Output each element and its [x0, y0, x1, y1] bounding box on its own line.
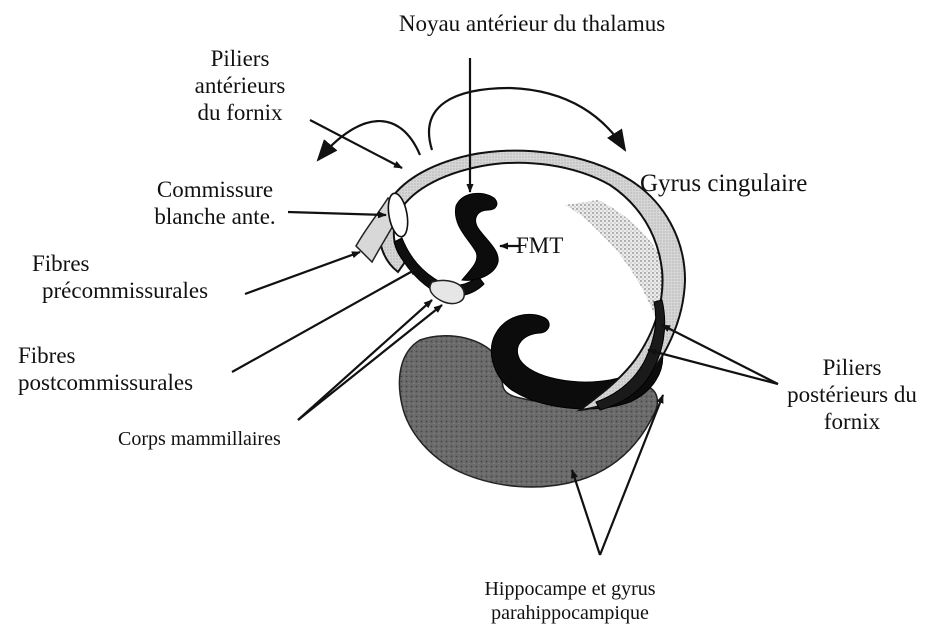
arrow-commissure	[288, 212, 386, 215]
label-piliers-anterieurs: Piliers antérieurs du fornix	[175, 45, 305, 126]
arrow-fibres-pre	[245, 252, 360, 294]
label-noyau-thalamus: Noyau antérieur du thalamus	[372, 10, 692, 37]
label-line: Fibres	[18, 342, 193, 369]
label-fibres-precommissurales: Fibres précommissurales	[32, 250, 208, 304]
mammillary-body	[430, 280, 464, 303]
label-line: postérieurs du	[782, 381, 922, 408]
label-line: fornix	[782, 408, 922, 435]
label-line: antérieurs	[175, 72, 305, 99]
label-line: Piliers	[782, 354, 922, 381]
label-corps-mammillaires-text: Corps mammillaires	[118, 428, 281, 452]
label-line: blanche ante.	[130, 203, 300, 230]
label-line: du fornix	[175, 99, 305, 126]
arrow-hippocampe-1	[572, 470, 600, 555]
fmt-tract	[455, 193, 498, 280]
label-fmt-text: FMT	[516, 232, 563, 259]
label-line: précommissurales	[32, 277, 208, 304]
arrow-piliers-ant-left	[318, 121, 420, 160]
arrow-cingulate	[429, 88, 625, 150]
label-gyrus-cingulaire: Gyrus cingulaire	[640, 169, 807, 199]
label-commissure: Commissure blanche ante.	[130, 176, 300, 230]
label-noyau-thalamus-text: Noyau antérieur du thalamus	[372, 10, 692, 37]
label-hippocampe: Hippocampe et gyrus parahippocampique	[450, 578, 690, 625]
label-line: postcommissurales	[18, 369, 193, 396]
label-line: parahippocampique	[450, 602, 690, 626]
arrow-piliers-post-1	[662, 325, 778, 384]
label-gyrus-cingulaire-text: Gyrus cingulaire	[640, 169, 807, 199]
label-line: Commissure	[130, 176, 300, 203]
arrow-fibres-post	[232, 268, 418, 372]
hippocampus-shape	[399, 336, 657, 487]
label-corps-mammillaires: Corps mammillaires	[118, 428, 281, 452]
label-piliers-posterieurs: Piliers postérieurs du fornix	[782, 354, 922, 435]
label-line: Fibres	[32, 250, 208, 277]
arrow-piliers-post-2	[648, 350, 778, 384]
label-line: Piliers	[175, 45, 305, 72]
label-fmt: FMT	[516, 232, 563, 259]
label-line: Hippocampe et gyrus	[450, 578, 690, 602]
label-fibres-postcommissurales: Fibres postcommissurales	[18, 342, 193, 396]
